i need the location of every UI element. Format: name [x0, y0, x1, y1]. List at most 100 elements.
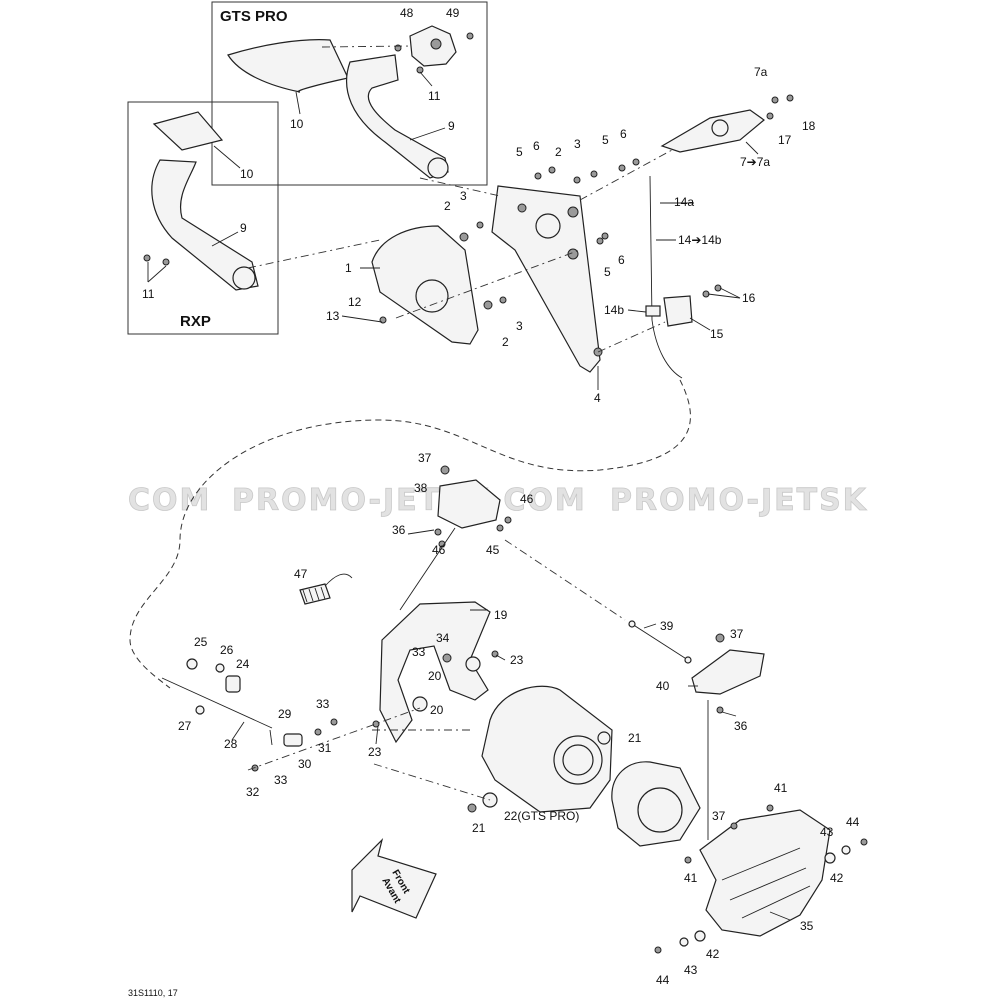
callout-11-gts: 11	[428, 89, 441, 103]
callout-27: 27	[178, 719, 192, 733]
callout-18: 18	[802, 119, 816, 133]
callout-29: 29	[278, 707, 292, 721]
callout-36-top: 36	[392, 523, 406, 537]
watermark-right: PROMO-JETSK	[610, 483, 868, 518]
callout-23-upper: 23	[510, 653, 524, 667]
rxp-title: RXP	[180, 313, 211, 330]
callout-24: 24	[236, 657, 250, 671]
part-18	[786, 94, 794, 102]
assembly-line-c	[395, 249, 581, 319]
callout-43-lower: 43	[684, 963, 698, 977]
bearing-21a	[597, 731, 611, 745]
washer-2a	[573, 176, 581, 184]
gts-lever-arm	[346, 54, 449, 179]
screw-11b	[416, 66, 424, 74]
callout-20-upper: 20	[428, 669, 442, 683]
callout-35: 35	[800, 919, 814, 933]
rod-end-b	[684, 656, 692, 664]
callout-12: 12	[348, 295, 362, 309]
callout-9-rxp: 9	[240, 221, 247, 235]
bolt-23b	[372, 720, 380, 728]
callout-14a: 14a	[674, 195, 694, 209]
part-26	[215, 663, 225, 673]
callout-7-to-7a: 7➔7a	[740, 155, 770, 169]
callout-14-to-14b: 14➔14b	[678, 233, 722, 247]
screw-49	[466, 32, 474, 40]
callout-42-upper: 42	[830, 871, 844, 885]
screw-45a	[496, 524, 504, 532]
callout-6c: 6	[618, 253, 625, 267]
callout-10-rxp: 10	[240, 167, 254, 181]
callout-21-lower: 21	[472, 821, 486, 835]
washer-5a	[534, 172, 542, 180]
callout-23-lower: 23	[368, 745, 382, 759]
part-27	[195, 705, 205, 715]
assembly-line-f	[504, 539, 626, 621]
screw-36a	[434, 528, 442, 536]
washer-5c	[596, 237, 604, 245]
callout-16: 16	[742, 291, 756, 305]
screw-3c	[499, 296, 507, 304]
part-7a	[771, 96, 779, 104]
bracket-15	[663, 295, 693, 327]
bolt-41a	[766, 804, 774, 812]
callout-39: 39	[660, 619, 674, 633]
link-rod-39	[631, 623, 689, 661]
callout-42-lower: 42	[706, 947, 720, 961]
assembly-line-g	[247, 707, 421, 771]
bushing-30	[283, 733, 303, 747]
callout-2a: 2	[555, 145, 562, 159]
assembly-line-d	[597, 321, 666, 353]
plate-4-bolt-b	[567, 206, 579, 218]
callout-44-lower: 44	[656, 973, 670, 987]
callout-4: 4	[594, 391, 601, 405]
assembly-line-a	[247, 239, 381, 269]
bushing-42b	[694, 930, 706, 942]
cable-bracket-38	[437, 479, 501, 529]
callout-41-lower: 41	[684, 871, 698, 885]
spring-47	[299, 583, 331, 605]
drawing-code: 31S1110, 17	[128, 988, 178, 998]
rxp-inset-box	[127, 101, 279, 335]
leader-lines	[147, 71, 791, 921]
washer-5b	[618, 164, 626, 172]
callout-13: 13	[326, 309, 340, 323]
callout-33-bracket: 33	[412, 645, 426, 659]
spring-47-hook	[324, 573, 353, 587]
reverse-gate-35	[699, 809, 831, 937]
callout-43-upper: 43	[820, 825, 834, 839]
callout-49: 49	[446, 6, 460, 20]
callout-22-gts-pro: 22(GTS PRO)	[504, 809, 579, 823]
spring-47-coils	[302, 586, 326, 603]
callout-46-right: 46	[520, 492, 534, 506]
screw-11c	[143, 254, 151, 262]
callout-30: 30	[298, 757, 312, 771]
rxp-handle-grip	[152, 111, 224, 151]
reverse-gate-ribs	[721, 847, 811, 919]
callout-37-cam: 37	[730, 627, 744, 641]
callout-3a: 3	[574, 137, 581, 151]
callout-38: 38	[414, 481, 428, 495]
plate-4-hole	[535, 213, 561, 239]
callout-11-rxp: 11	[142, 287, 155, 301]
callout-7a: 7a	[754, 65, 768, 79]
nut-25	[186, 658, 198, 670]
screw-6a	[548, 166, 556, 174]
callout-10-gts: 10	[290, 117, 304, 131]
rod-end-a	[628, 620, 636, 628]
callout-25: 25	[194, 635, 208, 649]
nut-37b	[715, 633, 725, 643]
callout-21-upper: 21	[628, 731, 642, 745]
screw-6b	[632, 158, 640, 166]
screw-3b	[476, 221, 484, 229]
callout-36-cam: 36	[734, 719, 748, 733]
callout-32: 32	[246, 785, 260, 799]
part-17	[766, 112, 774, 120]
screw-45b	[504, 516, 512, 524]
callout-37-gate: 37	[712, 809, 726, 823]
bracket-to-19-line	[399, 527, 456, 611]
gts-pro-inset-box	[211, 1, 488, 186]
screw-11d	[162, 258, 170, 266]
callout-34: 34	[436, 631, 450, 645]
